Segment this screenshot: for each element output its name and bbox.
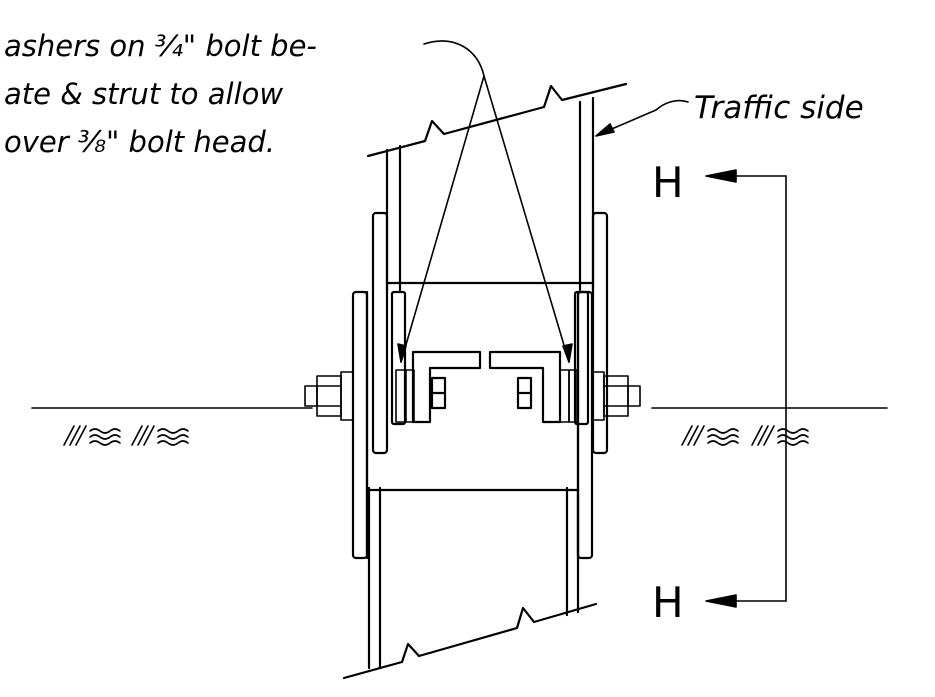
bolt-nut-left (304, 371, 354, 421)
splice-block (367, 281, 595, 492)
ground-hatch-right (681, 425, 809, 446)
note-line-1: ashers on ¾" bolt be- (4, 29, 317, 63)
section-label-bottom: H (652, 578, 684, 627)
section-label-top: H (652, 158, 684, 207)
outer-plates (351, 211, 609, 560)
note-line-3: over ⅜" bolt head. (4, 125, 275, 159)
washer-note: ashers on ¾" bolt be- ate & strut to all… (4, 29, 317, 159)
traffic-side-label: Traffic side (694, 90, 864, 126)
upper-strut (366, 82, 628, 292)
note-line-2: ate & strut to allow (4, 77, 283, 111)
clip-angles (411, 350, 562, 424)
lower-strut (342, 486, 598, 680)
inner-plates (390, 290, 590, 426)
ground-hatch-left (63, 425, 189, 446)
washers (395, 369, 578, 423)
section-cut-line (705, 169, 787, 608)
bolt-nut-right (591, 371, 641, 421)
note-leaders (397, 40, 573, 363)
traffic-leader (595, 99, 689, 137)
